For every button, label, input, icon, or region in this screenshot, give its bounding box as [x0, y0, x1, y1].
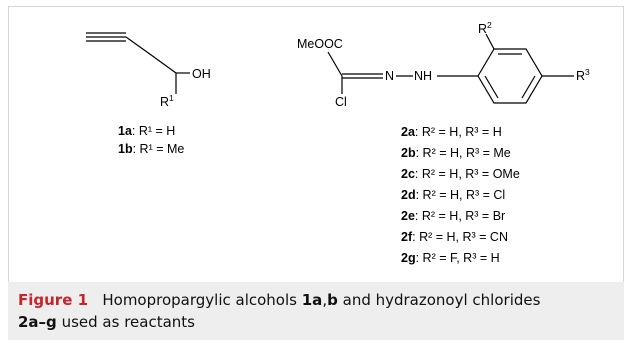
r2-label: R2 [478, 20, 492, 36]
cl-label: Cl [335, 95, 347, 109]
compound-desc: : R² = H, R³ = Me [415, 146, 511, 160]
compound-id: 2b [401, 146, 416, 160]
caption-compound-1b: b [327, 291, 338, 309]
compound-desc: : R² = H, R³ = OMe [414, 167, 520, 181]
nh-label: NH [414, 69, 432, 83]
compound-id: 2a [401, 125, 415, 139]
compound-desc: : R¹ = Me [132, 142, 185, 156]
caption-text-2: and hydrazonoyl chlorides [342, 291, 541, 309]
compound-2a: 2a: R² = H, R³ = H [401, 125, 502, 139]
oh-label: OH [192, 67, 211, 81]
compound-1a: 1a: R¹ = H [118, 124, 175, 138]
benzene-ring [477, 48, 543, 104]
caption-text-3: used as reactants [61, 313, 195, 331]
n-label: N [385, 69, 394, 83]
ring-double-3 [484, 75, 499, 99]
compound-id: 2d [401, 188, 416, 202]
compound-desc: : R² = H, R³ = H [414, 125, 502, 139]
compound-2d: 2d: R² = H, R³ = Cl [401, 188, 505, 202]
figure-label: Figure 1 [18, 291, 89, 309]
compound-2b: 2b: R² = H, R³ = Me [401, 146, 511, 160]
compound-2g: 2g: R² = F, R³ = H [401, 251, 500, 265]
ring-double-2 [521, 75, 536, 99]
structure-1: OH R1 [86, 32, 211, 109]
compound-2c: 2c: R² = H, R³ = OMe [401, 167, 520, 181]
ester-label: MeOOC [297, 37, 343, 51]
bond-c-oh [146, 51, 177, 74]
compound-desc: : R¹ = H [131, 124, 176, 138]
compound-id: 2g [401, 251, 416, 265]
compound-id: 1b [118, 142, 133, 156]
compound-id: 2c [401, 167, 415, 181]
caption-comma: , [322, 291, 328, 309]
caption-text-1: Homopropargylic alcohols [102, 291, 297, 309]
compound-2f: 2f: R² = H, R³ = CN [401, 230, 508, 244]
compound-1b: 1b: R¹ = Me [118, 142, 184, 156]
r1-label: R1 [160, 93, 174, 109]
caption-compound-1a: 1a [301, 291, 323, 309]
structure-2: MeOOC Cl N NH R2 R3 [297, 20, 590, 109]
compound-desc: : R² = F, R³ = H [415, 251, 500, 265]
r3-label: R3 [576, 67, 590, 83]
compound-desc: : R² = H, R³ = Br [414, 209, 506, 223]
structure-diagrams: OH R1 MeOOC Cl N NH R2 R3 [86, 20, 590, 109]
compound-id: 2e [401, 209, 415, 223]
compound-id: 2f [401, 230, 413, 244]
bond-ester-c [327, 51, 343, 77]
bond-ring-r2 [485, 33, 495, 50]
compound-2e: 2e: R² = H, R³ = Br [401, 209, 505, 223]
compound-desc: : R² = H, R³ = CN [412, 230, 508, 244]
figure-caption: Figure 1 Homopropargylic alcohols 1a,b a… [8, 282, 624, 340]
bond-ch2 [125, 36, 148, 53]
compound-desc: : R² = H, R³ = Cl [415, 188, 506, 202]
caption-compound-2a-g: 2a–g [18, 313, 57, 331]
compound-id: 1a [118, 124, 132, 138]
